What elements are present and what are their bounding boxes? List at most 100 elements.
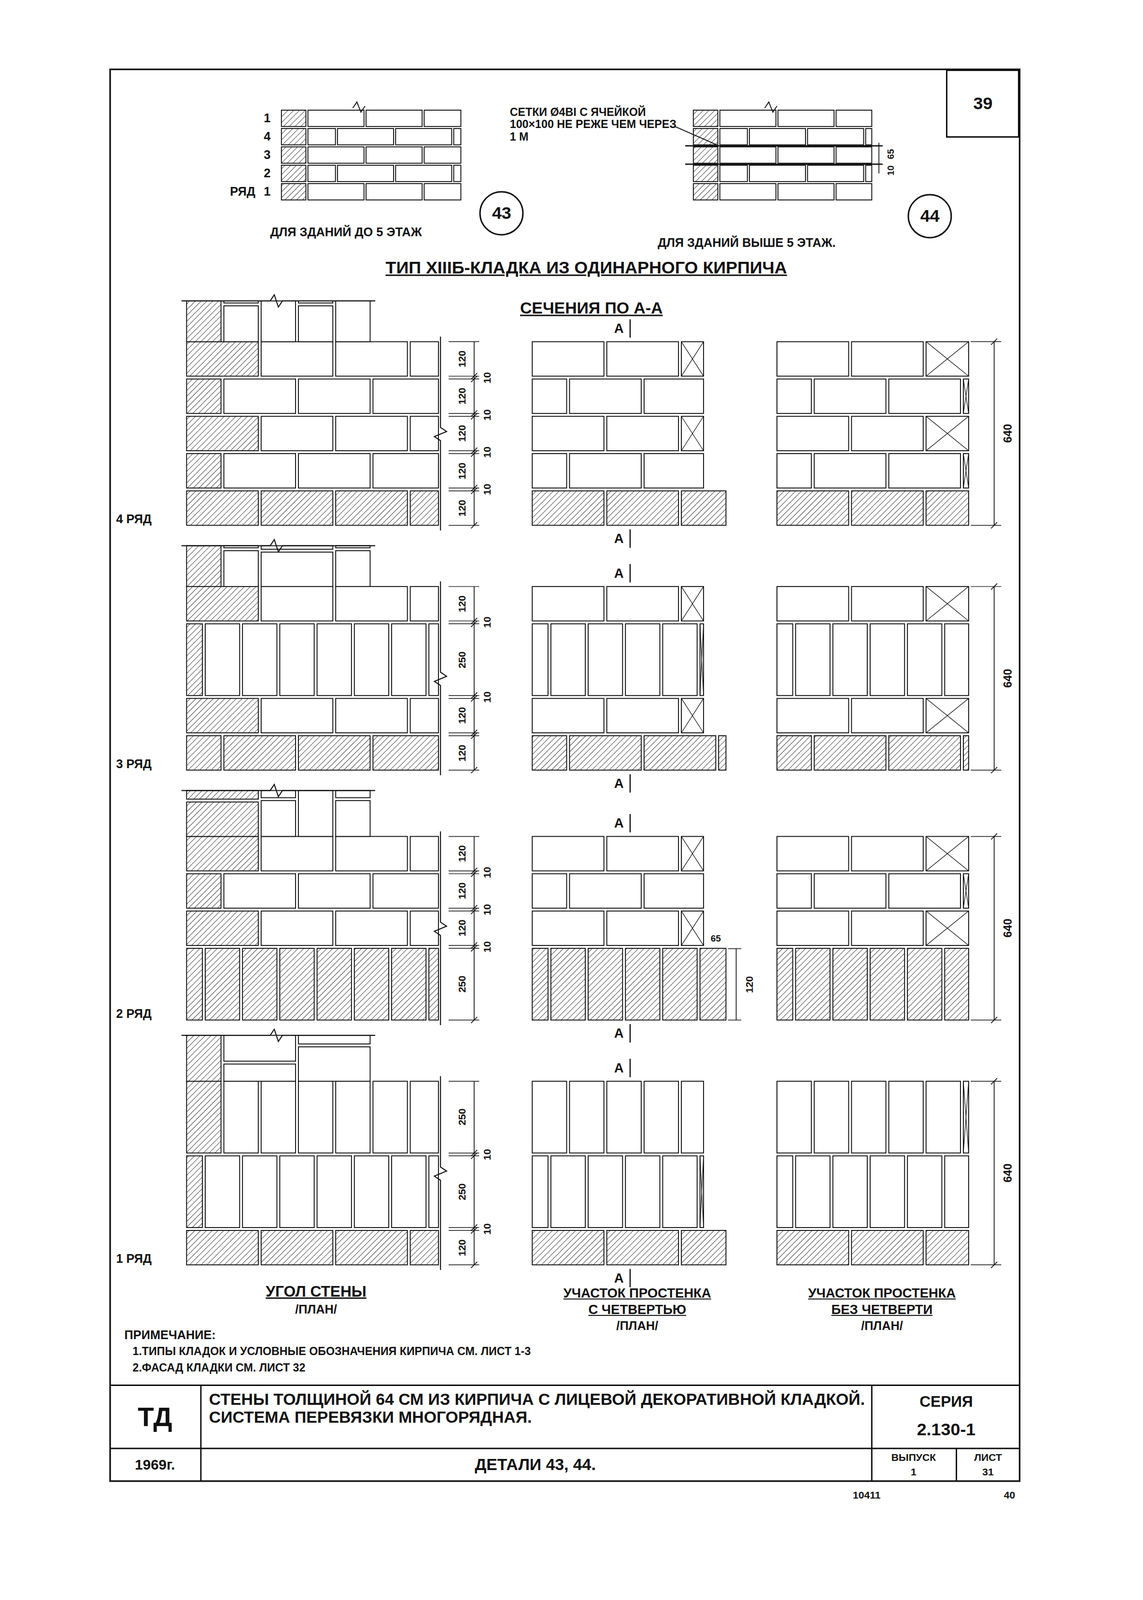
brick: [186, 490, 258, 525]
dimension: 120: [743, 975, 755, 993]
brick: [410, 586, 439, 621]
brick: [242, 1155, 277, 1228]
drawing-line: [681, 586, 704, 621]
drawing-line: [471, 729, 478, 736]
break-line: [352, 101, 366, 113]
brick: [391, 947, 426, 1020]
brick: [851, 910, 923, 946]
brick: [372, 453, 439, 488]
drawing-line: [629, 564, 632, 583]
drawing-line: [448, 341, 480, 342]
brick: [963, 735, 969, 770]
brick: [889, 735, 961, 770]
brick: [186, 947, 203, 1020]
brick: [372, 379, 439, 414]
title-block-text: СТЕНЫ ТОЛЩИНОЙ 64 СМ ИЗ КИРПИЧА С ЛИЦЕВО…: [209, 1389, 867, 1426]
drawing-line: [629, 1268, 632, 1287]
brick: [550, 947, 586, 1020]
brick: [550, 1155, 586, 1228]
brick: [366, 110, 423, 127]
drawing-line: [926, 586, 969, 621]
brick: [776, 379, 812, 414]
dimension: 120: [456, 424, 468, 442]
brick: [814, 1080, 849, 1153]
brick: [354, 623, 389, 695]
brick: [186, 1080, 221, 1153]
course-number: 3: [263, 148, 271, 162]
brick: [308, 165, 336, 182]
drawing-line: [955, 1447, 958, 1481]
brick: [644, 873, 704, 908]
drawing-line: [681, 586, 704, 621]
brick: [749, 128, 806, 145]
course-number: РЯД: [229, 184, 256, 199]
drawing-line: [728, 1019, 742, 1020]
brick: [186, 801, 258, 836]
brick: [644, 735, 716, 770]
brick: [532, 341, 604, 376]
brick: [261, 416, 333, 451]
dimension: 640: [1001, 918, 1015, 938]
brick: [681, 586, 704, 621]
brick: [776, 735, 812, 770]
brick: [795, 623, 831, 695]
drawing-line: [471, 409, 478, 417]
brick: [944, 623, 969, 695]
brick: [569, 873, 641, 908]
drawing: [110, 69, 1020, 1481]
row-label: 1 РЯД: [113, 1251, 154, 1266]
brick: [588, 947, 623, 1020]
dimension: 10: [481, 446, 494, 458]
brick: [205, 623, 240, 695]
brick: [532, 379, 567, 414]
brick: [662, 1155, 697, 1228]
detail-callout: 44: [907, 193, 953, 239]
drawing-line: [993, 341, 995, 525]
brick: [865, 165, 873, 182]
brick: [644, 453, 704, 488]
brick: [606, 341, 679, 376]
detail-caption: ДЛЯ ЗДАНИЙ ДО 5 ЭТАЖ: [270, 225, 423, 240]
drawing-line: [471, 766, 478, 774]
dimension: 640: [1001, 668, 1015, 688]
dimension: 10: [481, 371, 494, 383]
brick: [186, 735, 221, 770]
drawing-line: [471, 945, 478, 952]
course-number: 2: [263, 166, 271, 181]
break-line: [181, 294, 376, 307]
brick: [410, 1229, 439, 1265]
brick: [889, 873, 961, 908]
dimension: 120: [456, 1238, 468, 1256]
drawing-line: [963, 873, 969, 908]
brick: [777, 183, 834, 200]
dimension: 10: [481, 1148, 494, 1160]
brick: [317, 1155, 352, 1228]
brick: [224, 1034, 296, 1061]
brick: [337, 128, 394, 145]
dimension: 120: [456, 744, 468, 762]
brick: [279, 623, 314, 695]
brick: [606, 1080, 642, 1153]
brick: [606, 416, 679, 451]
dimension: 120: [456, 594, 468, 612]
brick: [410, 910, 439, 946]
brick: [186, 379, 221, 414]
brick: [261, 800, 296, 836]
drawing-line: [926, 835, 969, 871]
brick: [224, 1080, 259, 1153]
brick: [776, 1155, 793, 1228]
brick: [926, 1229, 969, 1265]
brick: [337, 165, 394, 182]
brick: [926, 698, 969, 733]
brick: [298, 1046, 370, 1081]
brick: [224, 873, 296, 908]
drawing-line: [990, 766, 998, 774]
drawing-line: [473, 835, 475, 1020]
brick: [776, 698, 849, 733]
brick: [224, 550, 259, 587]
brick: [693, 183, 719, 200]
brick: [749, 165, 806, 182]
brick: [532, 910, 604, 946]
